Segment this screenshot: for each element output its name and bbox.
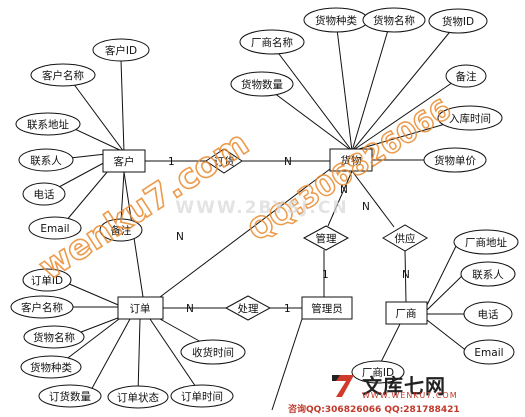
- customer-attributes: [15, 38, 150, 242]
- entity-manager: 管理员: [301, 296, 353, 320]
- card-customer-place-n: N: [284, 156, 292, 168]
- relationship-supply: 供应: [382, 224, 428, 252]
- card-customer-order-1: 1: [168, 156, 175, 168]
- attr-order-goods-category: 货物种类: [30, 361, 72, 374]
- card-manage-goods-n: N: [340, 184, 348, 196]
- attr-goods-category: 货物种类: [315, 14, 357, 27]
- svg-text:供应: 供应: [395, 232, 416, 245]
- attr-vendor-email: Email: [474, 347, 503, 359]
- attr-vendor-phone: 电话: [478, 308, 499, 321]
- entity-order: 订单: [117, 296, 164, 320]
- order-attributes: [10, 268, 246, 409]
- attr-customer-id: 客户ID: [105, 44, 137, 57]
- svg-text:订单: 订单: [130, 303, 151, 315]
- entity-vendor: 厂商: [385, 301, 428, 325]
- goods-attributes: [230, 7, 503, 173]
- card-customer-order-n: N: [176, 231, 184, 243]
- card-supply-goods-n: N: [362, 201, 370, 213]
- footer-brand-url: WWW.WENKU7.COM: [362, 391, 458, 400]
- card-handle-manager-1: 1: [284, 303, 291, 315]
- svg-text:客户: 客户: [114, 155, 135, 168]
- attr-vendor-contact: 联系人: [472, 269, 504, 281]
- attr-goods-id: 货物ID: [442, 15, 474, 28]
- attr-customer-email: Email: [40, 223, 69, 235]
- svg-text:管理员: 管理员: [311, 302, 343, 315]
- card-supply-vendor-n: N: [402, 269, 410, 281]
- card-manage-manager-1: 1: [322, 269, 329, 281]
- attr-order-receive-time: 收货时间: [192, 346, 234, 359]
- attr-customer-contact: 联系人: [30, 155, 62, 167]
- footer-logo: 文库七网 WWW.WENKU7.COM 咨询QQ:306826066 QQ:28…: [288, 372, 522, 415]
- attr-customer-note: 备注: [111, 224, 132, 237]
- attr-goods-stock-time: 入库时间: [449, 112, 491, 125]
- attr-customer-phone: 电话: [34, 188, 55, 201]
- svg-text:处理: 处理: [238, 303, 259, 315]
- footer-contact: 咨询QQ:306826066 QQ:281788421: [288, 405, 460, 415]
- attr-customer-address: 联系地址: [27, 118, 69, 131]
- footer-brand: 文库七网: [362, 374, 446, 398]
- attr-goods-quantity: 货物数量: [241, 78, 283, 91]
- attr-order-id: 订单ID: [31, 275, 63, 287]
- relationship-manage: 管理: [302, 225, 350, 251]
- attr-order-time: 订单时间: [181, 390, 223, 403]
- relationship-place-order: 订货: [205, 148, 243, 174]
- attr-vendor-id: 厂商ID: [362, 366, 394, 379]
- svg-text:货物: 货物: [341, 154, 362, 167]
- attr-order-customer-name: 客户名称: [21, 301, 63, 314]
- attr-goods-vendor-name: 厂商名称: [251, 36, 293, 49]
- card-order-handle-n: N: [186, 303, 194, 315]
- entity-goods: 货物: [329, 148, 373, 172]
- svg-text:厂商: 厂商: [396, 307, 417, 320]
- attr-goods-note: 备注: [456, 70, 477, 83]
- attr-order-goods-name: 货物名称: [33, 331, 75, 344]
- attr-goods-unit-price: 货物单价: [434, 154, 476, 167]
- entity-customer: 客户: [102, 149, 146, 173]
- attr-order-quantity: 订货数量: [49, 390, 91, 403]
- cardinality-labels: 1 N N N 1 1 N N N: [168, 156, 410, 315]
- svg-text:管理: 管理: [316, 232, 337, 245]
- seven-logo-icon: [332, 375, 354, 397]
- vendor-attributes: [351, 229, 519, 384]
- attr-vendor-address: 厂商地址: [465, 236, 507, 249]
- svg-text:订货: 订货: [214, 155, 235, 168]
- relationship-handle: 处理: [224, 295, 272, 321]
- attr-customer-name: 客户名称: [42, 69, 84, 82]
- attr-order-status: 订单状态: [117, 391, 159, 404]
- attr-goods-name: 货物名称: [373, 14, 415, 27]
